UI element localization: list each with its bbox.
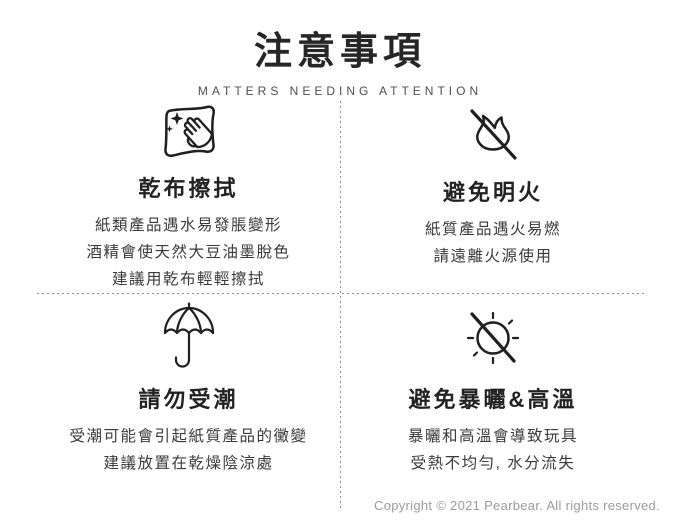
umbrella-icon — [158, 300, 220, 374]
section-title: 避免明火 — [442, 180, 543, 205]
cloth-wipe-icon-svg — [163, 105, 215, 157]
section-avoid-moisture: 請勿受潮 受潮可能會引起紙質產品的黴變 建議放置在乾燥陰涼處 — [0, 293, 341, 508]
no-sun-icon-svg — [466, 311, 520, 365]
umbrella-icon-svg — [163, 302, 214, 368]
page-title: 注意事項 — [253, 31, 426, 73]
section-title: 避免暴曬&高溫 — [408, 387, 578, 412]
care-instructions-grid: 乾布擦拭 紙類產品遇水易發脹變形 酒精會使天然大豆油墨脫色 建議用乾布輕輕擦拭 … — [0, 100, 680, 508]
section-line: 建議放置在乾燥陰涼處 — [103, 455, 274, 472]
section-line: 請遠離火源使用 — [433, 248, 553, 265]
cloth-wipe-icon — [152, 103, 226, 163]
horizontal-dotted-divider — [37, 293, 645, 294]
section-line: 紙類產品遇水易發脹變形 — [94, 217, 282, 234]
section-line: 建議用乾布輕輕擦拭 — [111, 271, 265, 288]
vertical-dotted-divider — [340, 101, 341, 508]
section-avoid-open-flame: 避免明火 紙質產品遇火易燃 請遠離火源使用 — [341, 100, 680, 293]
section-line: 受熱不均勻, 水分流失 — [410, 455, 576, 472]
section-description: 紙類產品遇水易發脹變形 酒精會使天然大豆油墨脫色 建議用乾布輕輕擦拭 — [86, 212, 290, 293]
section-line: 暴曬和高溫會導致玩具 — [407, 428, 578, 445]
no-open-flame-icon — [460, 103, 526, 167]
no-open-flame-icon-svg — [470, 109, 517, 160]
copyright-notice: Copyright © 2021 Pearbear. All rights re… — [374, 498, 660, 513]
section-description: 紙質產品遇火易燃 請遠離火源使用 — [425, 216, 561, 270]
section-title: 乾布擦拭 — [138, 176, 239, 201]
section-title: 請勿受潮 — [138, 387, 239, 412]
no-sun-icon — [460, 300, 526, 374]
section-line: 受潮可能會引起紙質產品的黴變 — [69, 428, 308, 445]
page-header: 注意事項 MATTERS NEEDING ATTENTION — [0, 20, 680, 98]
section-description: 受潮可能會引起紙質產品的黴變 建議放置在乾燥陰涼處 — [69, 423, 307, 477]
section-dry-cloth-wipe: 乾布擦拭 紙類產品遇水易發脹變形 酒精會使天然大豆油墨脫色 建議用乾布輕輕擦拭 — [0, 100, 341, 293]
section-line: 酒精會使天然大豆油墨脫色 — [86, 244, 291, 261]
section-avoid-sun-heat: 避免暴曬&高溫 暴曬和高溫會導致玩具 受熱不均勻, 水分流失 — [341, 293, 680, 508]
section-description: 暴曬和高溫會導致玩具 受熱不均勻, 水分流失 — [408, 423, 578, 477]
page-subtitle: MATTERS NEEDING ATTENTION — [197, 84, 483, 98]
section-line: 紙質產品遇火易燃 — [424, 221, 561, 238]
